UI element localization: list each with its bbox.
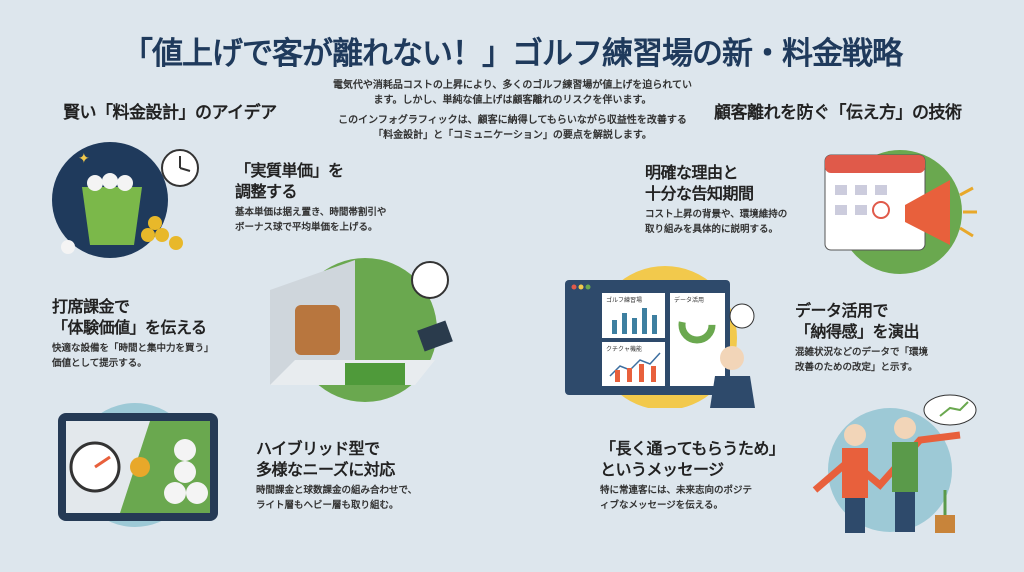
item-title: 十分な告知期間 <box>645 184 754 203</box>
bucket-icon <box>82 187 142 245</box>
item-title: 「実質単価」を <box>235 161 344 180</box>
gear-icon <box>130 457 150 477</box>
panel-label: ゴルフ練習場 <box>606 296 642 304</box>
right-item-clear-reason: 明確な理由と十分な告知期間 コスト上昇の背景や、環境維持の取り組みを具体的に説明… <box>645 162 787 237</box>
left-item-hybrid: ハイブリッド型で多様なニーズに対応 時間課金と球数課金の組み合わせで、ライト層も… <box>256 438 417 513</box>
armchair-icon <box>295 305 340 355</box>
page-title: 「値上げで客が離れない！」ゴルフ練習場の新・料金戦略 <box>122 36 903 72</box>
thought-bubble-icon <box>923 394 977 426</box>
item-title: 「体験価値」を伝える <box>52 318 207 337</box>
calendar-announcement-illustration <box>824 150 977 274</box>
item-body: ライト層もヘビー層も取り組む。 <box>256 500 399 511</box>
handshake-illustration <box>812 394 977 533</box>
right-item-data: データ活用で「納得感」を演出 混雑状況などのデータで「環境改善のための改定」と示… <box>795 300 928 375</box>
item-body: 基本単価は据え置き、時間帯割引や <box>235 207 387 218</box>
left-item-booth-charge: 打席課金で「体験価値」を伝える 快適な設備を「時間と集中力を買う」価値として提示… <box>52 296 214 371</box>
ball-bucket-illustration: ✦ <box>52 142 199 258</box>
item-title: 明確な理由と <box>645 163 739 182</box>
item-body: 改善のための改定」と示す。 <box>795 362 918 373</box>
item-body: 快適な設備を「時間と集中力を買う」 <box>52 343 214 354</box>
item-title: 調整する <box>235 182 298 201</box>
item-body: 特に常連客には、未来志向のポジテ <box>600 485 753 496</box>
intro-text: 電気代や消耗品コストの上昇により、多くのゴルフ練習場が値上げを迫られています。し… <box>330 78 695 143</box>
data-dashboard-illustration: ゴルフ練習場 クチクャ機能 データ活用 <box>565 266 755 408</box>
item-body: 時間課金と球数課金の組み合わせで、 <box>256 485 418 496</box>
donut-chart-icon <box>678 306 716 344</box>
hybrid-pricing-illustration <box>58 403 218 527</box>
item-title: データ活用で <box>795 301 889 320</box>
item-body: 価値として提示する。 <box>52 358 147 369</box>
intro-paragraph: 電気代や消耗品コストの上昇により、多くのゴルフ練習場が値上げを迫られています。し… <box>332 80 693 106</box>
chart-bubble-icon <box>729 303 755 329</box>
item-body: ィブなメッセージを伝える。 <box>600 500 724 511</box>
right-section-heading: 顧客離れを防ぐ「伝え方」の技術 <box>714 103 962 123</box>
item-body: 取り組みを具体的に説明する。 <box>645 224 779 235</box>
item-title: ハイブリッド型で <box>256 439 380 458</box>
stopwatch-icon <box>411 261 449 299</box>
tablet-icon <box>417 320 453 352</box>
left-item-effective-price: 「実質単価」を調整する 基本単価は据え置き、時間帯割引やボーナス球で平均単価を上… <box>235 160 386 235</box>
growth-arrow-icon <box>812 431 961 493</box>
item-body: 混雑状況などのデータで「環境 <box>795 347 929 358</box>
item-title: 「長く通ってもらうため」 <box>600 439 785 458</box>
item-title: 打席課金で <box>52 297 130 316</box>
presenter-icon <box>720 346 744 370</box>
golf-lounge-illustration <box>270 258 453 402</box>
plant-pot-icon <box>935 515 955 533</box>
item-title: 「納得感」を演出 <box>795 322 920 341</box>
megaphone-icon <box>905 180 950 245</box>
panel-label: クチクャ機能 <box>606 345 642 353</box>
svg-text:✦: ✦ <box>78 151 90 167</box>
right-item-message: 「長く通ってもらうため」というメッセージ 特に常連客には、未来志向のポジティブな… <box>600 438 785 513</box>
item-body: コスト上昇の背景や、環境維持の <box>645 209 788 220</box>
item-title: というメッセージ <box>600 460 724 479</box>
left-section-heading: 賢い「料金設計」のアイデア <box>63 103 277 123</box>
item-body: ボーナス球で平均単価を上げる。 <box>235 222 378 233</box>
intro-paragraph: このインフォグラフィックは、顧客に納得してもらいながら収益性を改善する「料金設計… <box>338 115 687 141</box>
item-title: 多様なニーズに対応 <box>256 460 395 479</box>
panel-label: データ活用 <box>674 296 704 304</box>
